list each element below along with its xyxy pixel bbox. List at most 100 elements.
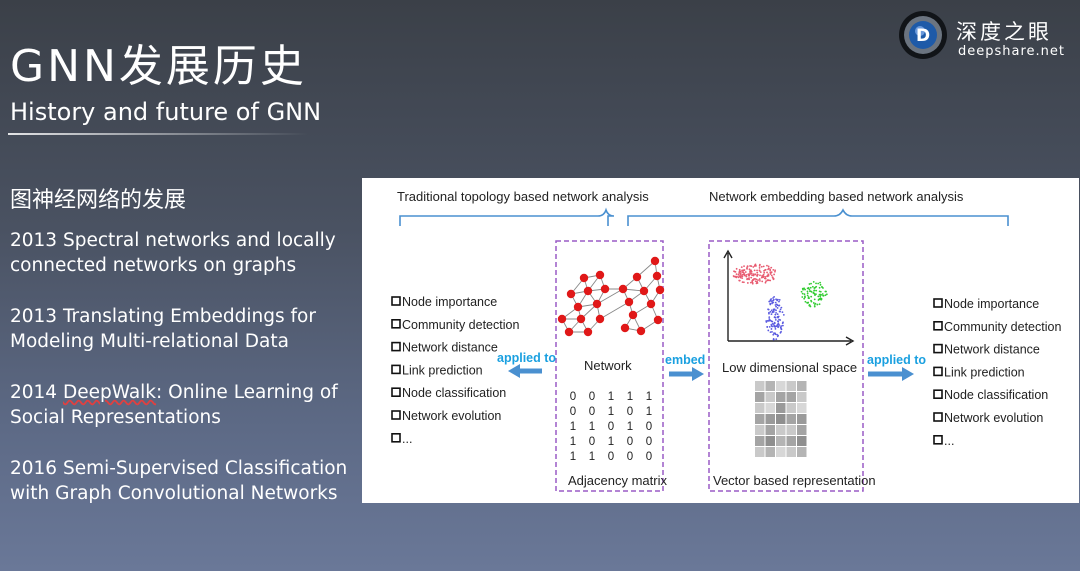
adjacency-caption: Adjacency matrix [568,473,667,488]
scatter-point [776,299,779,302]
scatter-point [773,316,776,319]
vector-cell [786,414,796,424]
scatter-point [819,283,822,286]
scatter-point [758,267,761,269]
graph-node [620,323,630,333]
scatter-point [775,338,778,341]
checkbox-icon [933,298,943,308]
graph-node [564,327,574,337]
scatter-point [751,282,754,285]
scatter-point [743,269,746,271]
scatter-point [824,294,827,297]
checkbox-icon [391,319,401,329]
matrix-cell: 1 [646,406,652,418]
scatter-point [757,279,759,282]
graph-node [650,256,660,266]
vector-caption: Vector based representation [713,473,876,488]
network-label: Network [584,358,632,373]
logo-url: deepshare.net [958,44,1066,59]
graph-node [652,271,662,281]
scatter-point [772,268,775,271]
scatter-point [822,287,824,289]
scatter-point [770,325,773,327]
scatter-point [758,269,761,272]
scatter-point [739,273,742,275]
scatter-point [774,327,777,330]
subtitle-underline [8,133,308,135]
scatter-point [770,266,773,269]
scatter-point [769,269,772,272]
scatter-point [741,273,744,276]
scatter-point [775,311,777,314]
milestone-line: with Graph Convolutional Networks [10,483,338,504]
scatter-point [800,290,803,293]
scatter-point [818,298,820,301]
scatter-point [774,270,776,273]
scatter-point [775,305,777,308]
scatter-point [766,274,769,277]
scatter-point [758,264,761,267]
arrow-applied-left [508,364,542,378]
scatter-point [815,285,818,288]
scatter-point [772,338,775,341]
milestone-item: 2016 Semi-Supervised Classification with… [10,456,355,506]
matrix-cell: 0 [570,391,576,403]
slide-title: GNN发展历史 [10,41,307,92]
left-task-label: Node classification [402,386,506,400]
scatter-point [816,303,819,306]
graph-node [583,286,593,296]
scatter-point [768,318,771,320]
scatter-point [810,295,813,298]
scatter-point [808,288,811,291]
scatter-point [821,293,824,295]
scatter-point [754,273,757,276]
scatter-point [813,292,816,295]
scatter-point [780,328,783,331]
scatter-point [766,264,768,267]
scatter-point [739,270,742,273]
checkbox-icon [391,341,401,352]
network-graph [557,256,665,337]
deepwalk-term: DeepWalk [62,382,157,403]
scatter-point [766,271,768,274]
graph-node [579,273,589,283]
graph-edge [599,301,630,320]
scatter-point [761,280,764,283]
scatter-point [760,276,763,279]
vector-cell [776,381,786,391]
scatter-point [815,293,817,296]
left-task-label: Link prediction [402,363,483,377]
scatter-point [778,324,781,326]
scatter-point [747,278,750,280]
vector-cell [797,403,807,413]
scatter-point [754,278,757,280]
left-task-label: Network distance [402,341,498,355]
scatter-point [817,282,820,285]
scatter-point [765,280,767,283]
scatter-point [810,282,812,285]
graph-node [595,314,605,324]
scatter-point [764,281,767,284]
scatter-point [769,271,772,274]
scatter-point [745,274,748,276]
scatter-point [767,268,769,271]
milestone-list: 2013 Spectral networks and locally conne… [10,228,355,532]
scatter-point [776,323,779,326]
scatter-point [738,279,741,282]
scatter-point [770,298,773,300]
scatter-point [770,271,773,274]
scatter-point [802,288,804,291]
checkbox-icon [391,296,401,306]
network-analysis-figure: Traditional topology based network analy… [362,178,1079,503]
scatter-point [773,295,776,298]
scatter-point [743,265,745,268]
scatter-point [770,309,773,312]
matrix-cell: 0 [646,451,652,463]
scatter-point [776,313,779,316]
scatter-point [752,266,755,268]
scatter-point [768,312,770,315]
matrix-cell: 1 [608,436,614,448]
vector-cell [797,425,807,435]
matrix-cell: 1 [570,451,576,463]
